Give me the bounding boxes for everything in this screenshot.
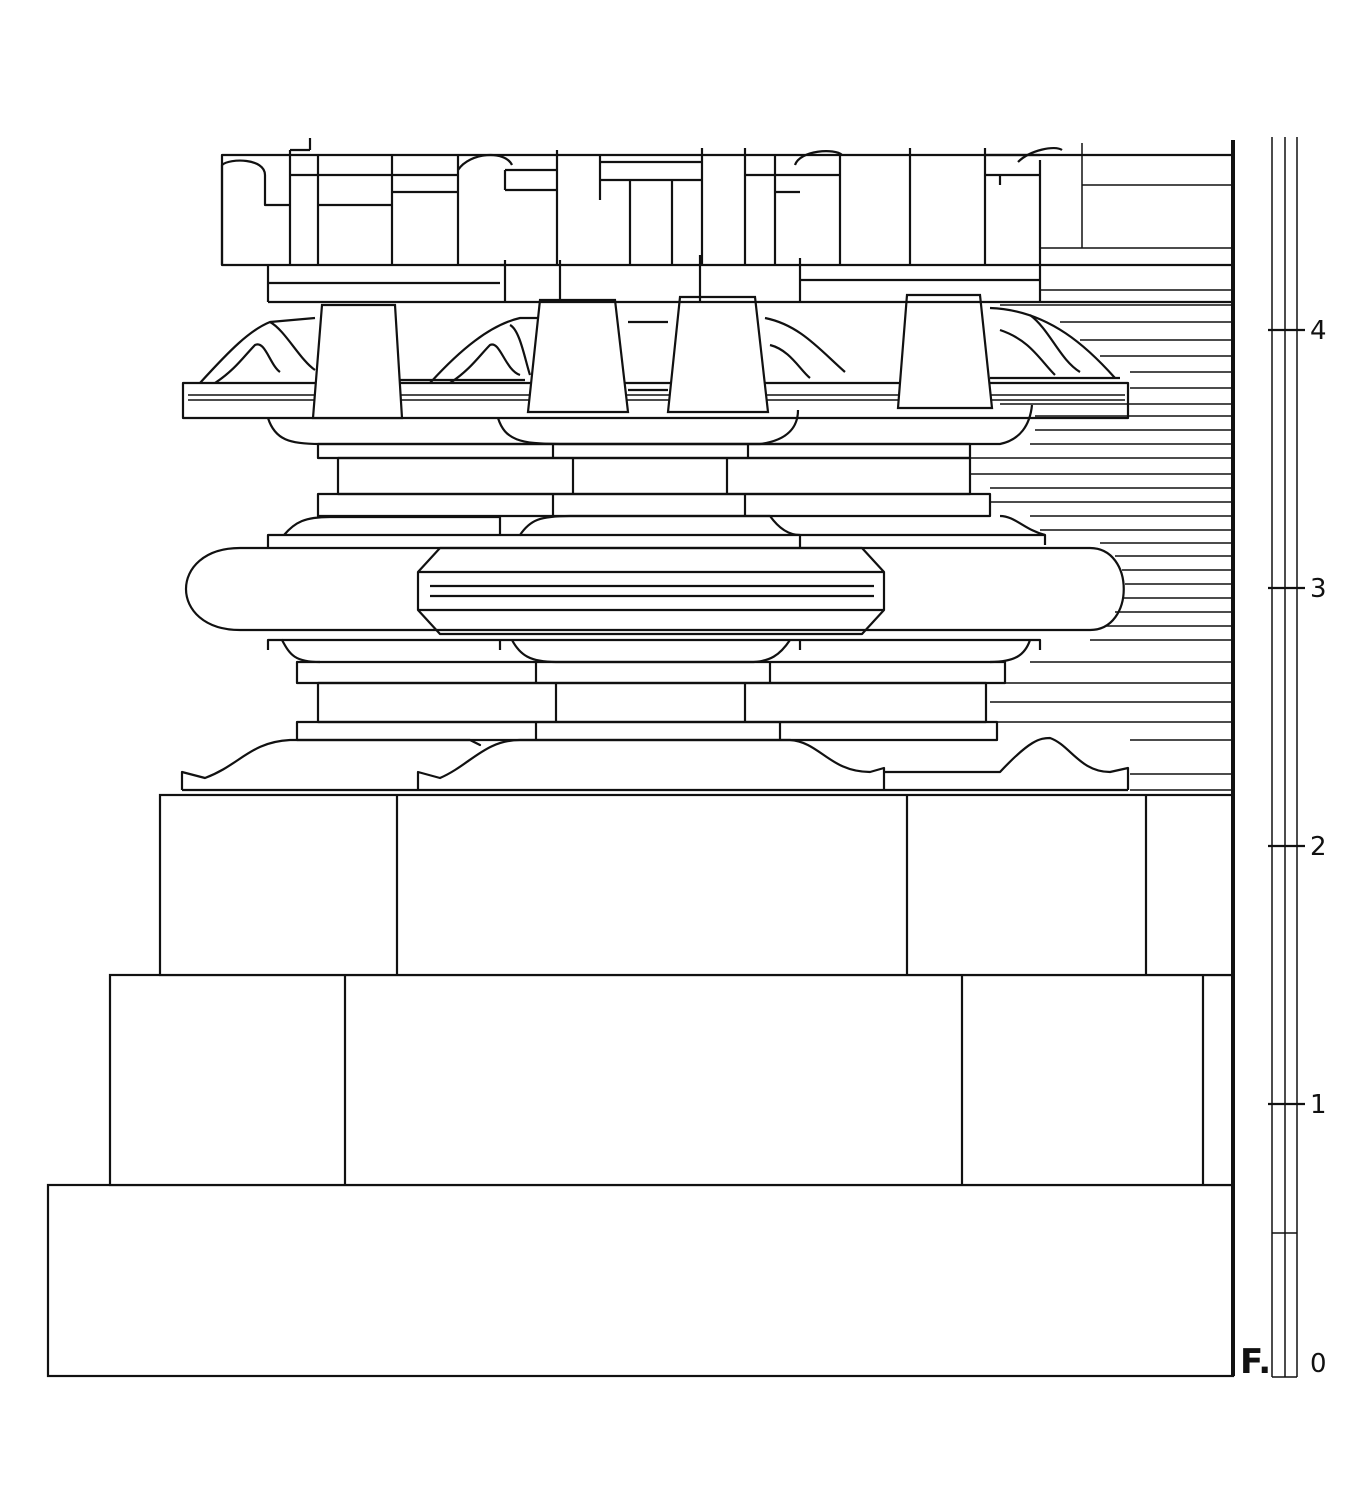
torus-course	[184, 546, 1125, 636]
upright-blocks	[311, 293, 994, 420]
scale-bar: 0 1 2 3 4	[1268, 137, 1327, 1379]
middle-moulding	[266, 442, 1047, 548]
side-courses	[970, 143, 1233, 791]
base-step-2	[108, 973, 1235, 1187]
base-step-1	[46, 1183, 1235, 1378]
lower-moulding	[180, 638, 1130, 792]
base-steps	[46, 793, 1235, 1378]
scale-label-1: 1	[1310, 1090, 1327, 1120]
base-step-3	[158, 793, 1235, 977]
plinth-label: F.	[1240, 1342, 1271, 1382]
scale-label-0: 0	[1310, 1349, 1327, 1379]
scale-label-4: 4	[1310, 316, 1327, 346]
scale-label-2: 2	[1310, 832, 1327, 862]
scale-label-3: 3	[1310, 574, 1327, 604]
